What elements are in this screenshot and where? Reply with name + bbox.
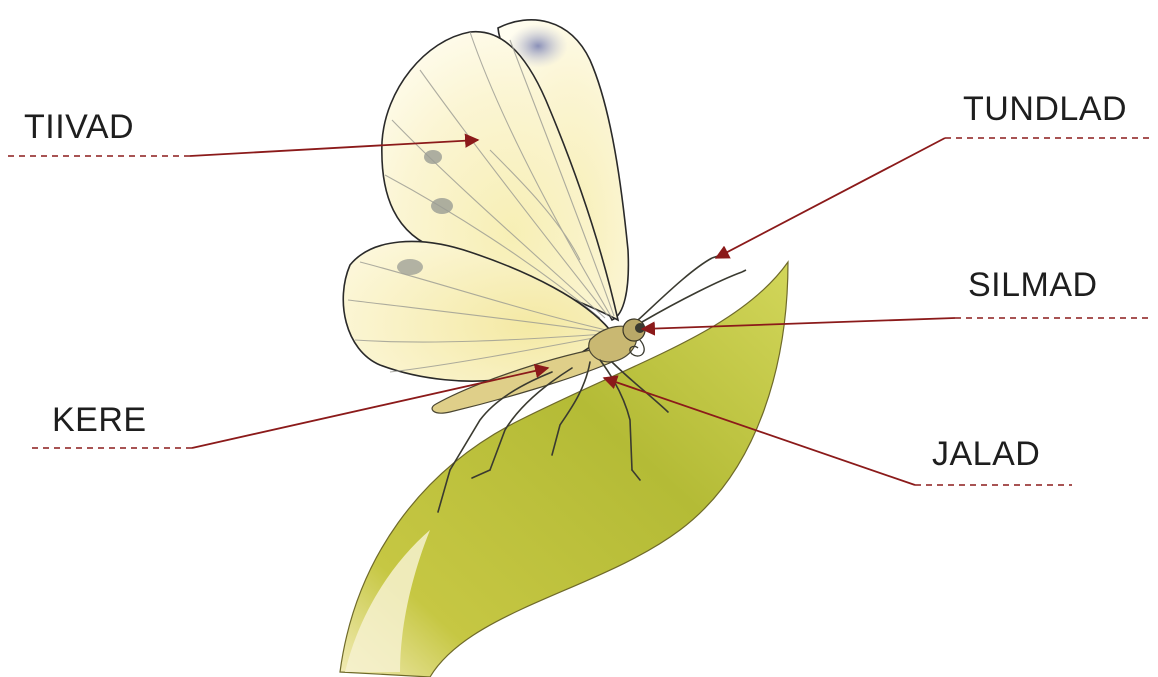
wing-spot	[431, 198, 453, 214]
label-wings: TIIVAD	[24, 110, 134, 144]
antennae	[638, 256, 746, 322]
pointer-tundlad	[716, 138, 945, 258]
label-legs: JALAD	[932, 437, 1040, 471]
pointer-silmad	[642, 318, 955, 329]
wing-spot	[397, 259, 423, 275]
label-body: KERE	[52, 403, 147, 437]
eye	[635, 323, 645, 333]
wing-spot	[424, 150, 442, 164]
label-antennae: TUNDLAD	[963, 92, 1127, 126]
label-eyes: SILMAD	[968, 268, 1098, 302]
